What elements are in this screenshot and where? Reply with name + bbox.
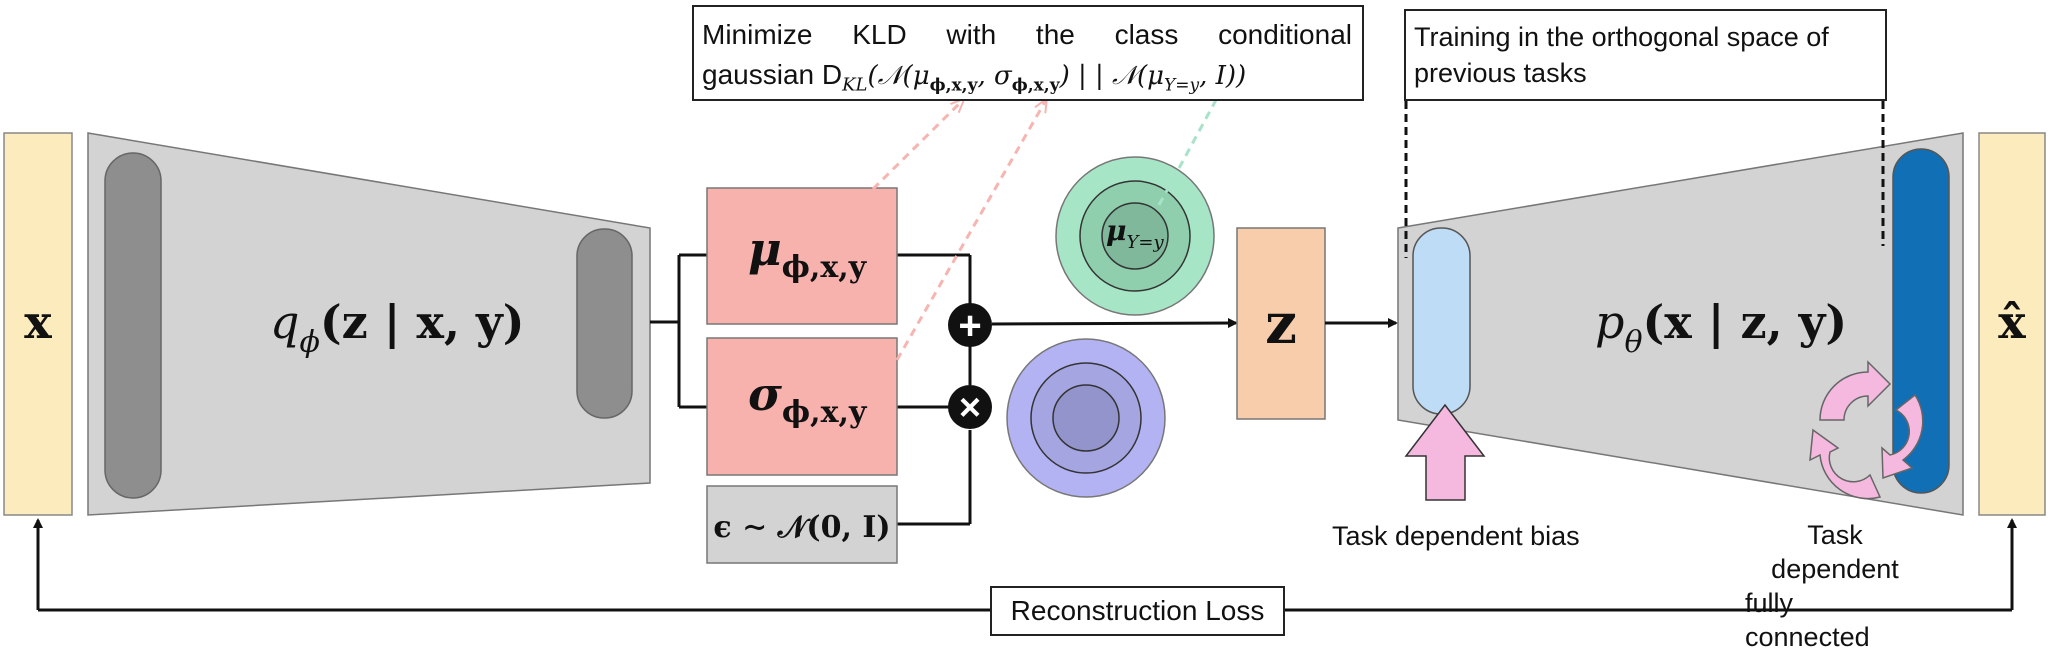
times-symbol: ×: [959, 387, 981, 429]
times-operator: [948, 385, 992, 429]
encoder-input-layer: [104, 152, 162, 499]
class-conditional-gaussian: [1055, 156, 1215, 316]
task-fc-label-line1: Task dependent: [1771, 520, 1899, 584]
output-xhat-label: x̂: [1998, 295, 2026, 349]
sigma-box: [706, 337, 898, 476]
reconstruction-loss-box: Reconstruction Loss: [990, 586, 1285, 636]
plus-symbol: +: [958, 304, 981, 348]
input-x-box: [3, 132, 73, 516]
plus-to-z-arrow: [991, 318, 1238, 329]
kld-note-box: Minimize KLD with the class conditional …: [692, 5, 1364, 101]
mu-box: [706, 187, 898, 325]
orthogonal-note-box: Training in the orthogonal space of prev…: [1404, 9, 1887, 101]
output-xhat-box: [1978, 132, 2046, 516]
gaussian-kld-pointer: [1157, 99, 1218, 206]
task-bias-arrow: [1404, 403, 1486, 501]
latent-z-label: z: [1265, 291, 1297, 357]
mu-kld-pointer: [871, 100, 963, 191]
class-gaussian-label: μY=y: [1106, 214, 1164, 253]
encoder-label: qϕ(z | x, y): [270, 295, 525, 360]
task-fc-label: Task dependent fully connected: [1745, 518, 1925, 654]
task-bias-label: Task dependent bias: [1332, 521, 1580, 551]
encoder-branch-lines: [650, 253, 972, 526]
reconstruction-loop: [33, 518, 2017, 612]
kld-note-line2: gaussian DKL(𝒩(μϕ,x,y, σϕ,x,y) | | 𝒩(μY=…: [702, 59, 1247, 96]
posterior-gaussian: [1006, 338, 1166, 498]
sigma-kld-pointer: [895, 100, 1046, 361]
kld-note-line1: Minimize KLD with the class conditional: [702, 19, 1352, 50]
task-fc-label-line2: fully connected: [1745, 588, 1870, 652]
decoder-label: pθ(x | z, y): [1595, 295, 1847, 360]
mu-label: μϕ,x,y: [748, 222, 868, 285]
encoder-trapezoid: [87, 132, 651, 516]
latent-z-box: [1236, 227, 1326, 420]
epsilon-box: [706, 485, 898, 564]
sigma-label: σϕ,x,y: [748, 367, 868, 430]
decoder-fc-layer: [1892, 148, 1950, 494]
epsilon-label: ϵ ∼ 𝒩(0, I): [713, 510, 890, 545]
encoder-output-layer: [576, 228, 633, 419]
input-x-label: x: [24, 295, 52, 349]
plus-operator: [948, 303, 992, 347]
task-fc-cycle-arrows: [1809, 360, 1924, 500]
decoder-bias-layer: [1412, 227, 1471, 415]
